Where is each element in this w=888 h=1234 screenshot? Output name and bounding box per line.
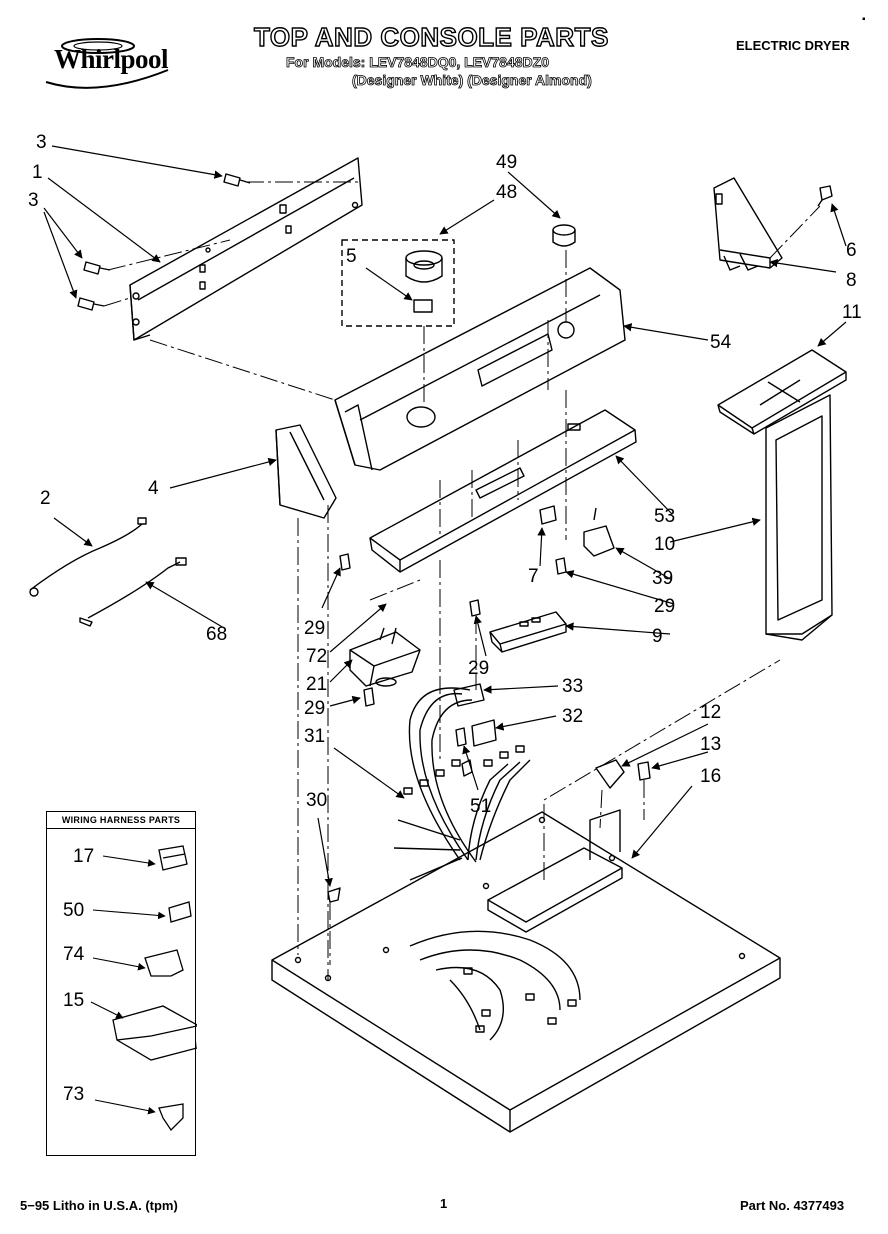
callout-21: 21 <box>306 674 328 695</box>
callout-12: 12 <box>700 702 722 723</box>
callout-33: 33 <box>562 676 584 697</box>
callout-3-side: 3 <box>28 190 39 211</box>
footer-litho: 5−95 Litho in U.S.A. (tpm) <box>20 1198 178 1213</box>
screw-13-part <box>637 761 651 781</box>
control-mount-part <box>369 409 637 573</box>
screw-parts <box>77 173 251 311</box>
construction-lines <box>103 181 821 980</box>
callout-30: 30 <box>306 790 328 811</box>
callout-8: 8 <box>846 270 857 291</box>
wire-2-part <box>29 517 147 597</box>
callout-29-right: 29 <box>654 596 676 617</box>
callout-17: 17 <box>73 846 95 867</box>
switch-7-part <box>539 505 557 525</box>
wire-68-part <box>79 557 187 627</box>
clip-30-part <box>327 887 341 903</box>
harness-part-15 <box>112 1005 197 1061</box>
callout-1: 1 <box>32 162 43 183</box>
callout-31: 31 <box>304 726 326 747</box>
footer-part-number: Part No. 4377493 <box>740 1198 845 1213</box>
knob-part <box>405 250 443 313</box>
top-harness-part <box>409 930 581 1041</box>
wiring-harness-drawings <box>90 845 197 1132</box>
top-cover-16-part <box>271 809 781 1133</box>
leader-lines <box>43 145 847 887</box>
wiring-harness-title: WIRING HARNESS PARTS <box>47 812 195 829</box>
footer-page-number: 1 <box>440 1196 448 1211</box>
wiring-harness-31-part <box>393 687 531 881</box>
callout-11: 11 <box>842 302 862 323</box>
models-line-2: (Designer White) (Designer Almond) <box>352 72 593 89</box>
callout-72: 72 <box>306 646 328 667</box>
screw-6-part <box>817 185 833 207</box>
timer-21-part <box>349 627 421 687</box>
callout-53: 53 <box>654 506 676 527</box>
console-part <box>334 267 626 471</box>
callout-10: 10 <box>654 534 676 555</box>
callout-49: 49 <box>496 152 518 173</box>
corner-mark: ▪ <box>862 14 866 25</box>
callout-29-middle: 29 <box>468 658 490 679</box>
connector-33-part <box>453 683 485 707</box>
callout-3-top: 3 <box>36 132 47 153</box>
callout-15: 15 <box>63 990 85 1011</box>
brand-logo: Whirlpool <box>38 30 188 90</box>
wiring-harness-parts-box: WIRING HARNESS PARTS <box>46 811 197 1156</box>
sensor-39-part <box>583 507 615 557</box>
harness-part-73 <box>158 1103 184 1132</box>
lint-filter-part <box>717 349 847 435</box>
callout-5: 5 <box>346 246 357 267</box>
callout-48: 48 <box>496 182 518 203</box>
callout-9: 9 <box>652 626 663 647</box>
callout-54: 54 <box>710 332 732 353</box>
callout-74: 74 <box>63 944 85 965</box>
callout-68: 68 <box>206 624 228 645</box>
harness-part-50 <box>168 901 192 923</box>
console-bracket-part <box>129 157 363 341</box>
page-title: TOP AND CONSOLE PARTS <box>253 21 609 52</box>
callout-4: 4 <box>148 478 159 499</box>
callout-50: 50 <box>63 900 85 921</box>
harness-part-17 <box>158 845 188 871</box>
product-type: ELECTRIC DRYER <box>736 38 850 53</box>
callout-16: 16 <box>700 766 722 787</box>
models-line-1: For Models: LEV7848DQ0, LEV7848DZ0 <box>286 54 550 71</box>
clip-12-part <box>595 759 625 789</box>
callout-32: 32 <box>562 706 584 727</box>
callout-51: 51 <box>470 796 492 817</box>
callout-7: 7 <box>528 566 539 587</box>
switch-assembly-9-part <box>489 611 567 653</box>
callout-13: 13 <box>700 734 722 755</box>
callout-39: 39 <box>652 568 674 589</box>
callout-6: 6 <box>846 240 857 261</box>
brand-name: Whirlpool <box>54 44 169 74</box>
knob-49-part <box>552 224 576 247</box>
knob-assembly-box <box>341 239 455 327</box>
callout-29-lower: 29 <box>304 698 326 719</box>
lint-housing-part <box>765 394 833 641</box>
callout-73: 73 <box>63 1084 85 1105</box>
harness-part-74 <box>144 949 184 977</box>
callout-2: 2 <box>40 488 51 509</box>
bracket-32-part <box>471 719 497 747</box>
whirlpool-swirl-icon <box>45 38 169 89</box>
callout-29-left: 29 <box>304 618 326 639</box>
end-cap-part <box>275 424 337 519</box>
